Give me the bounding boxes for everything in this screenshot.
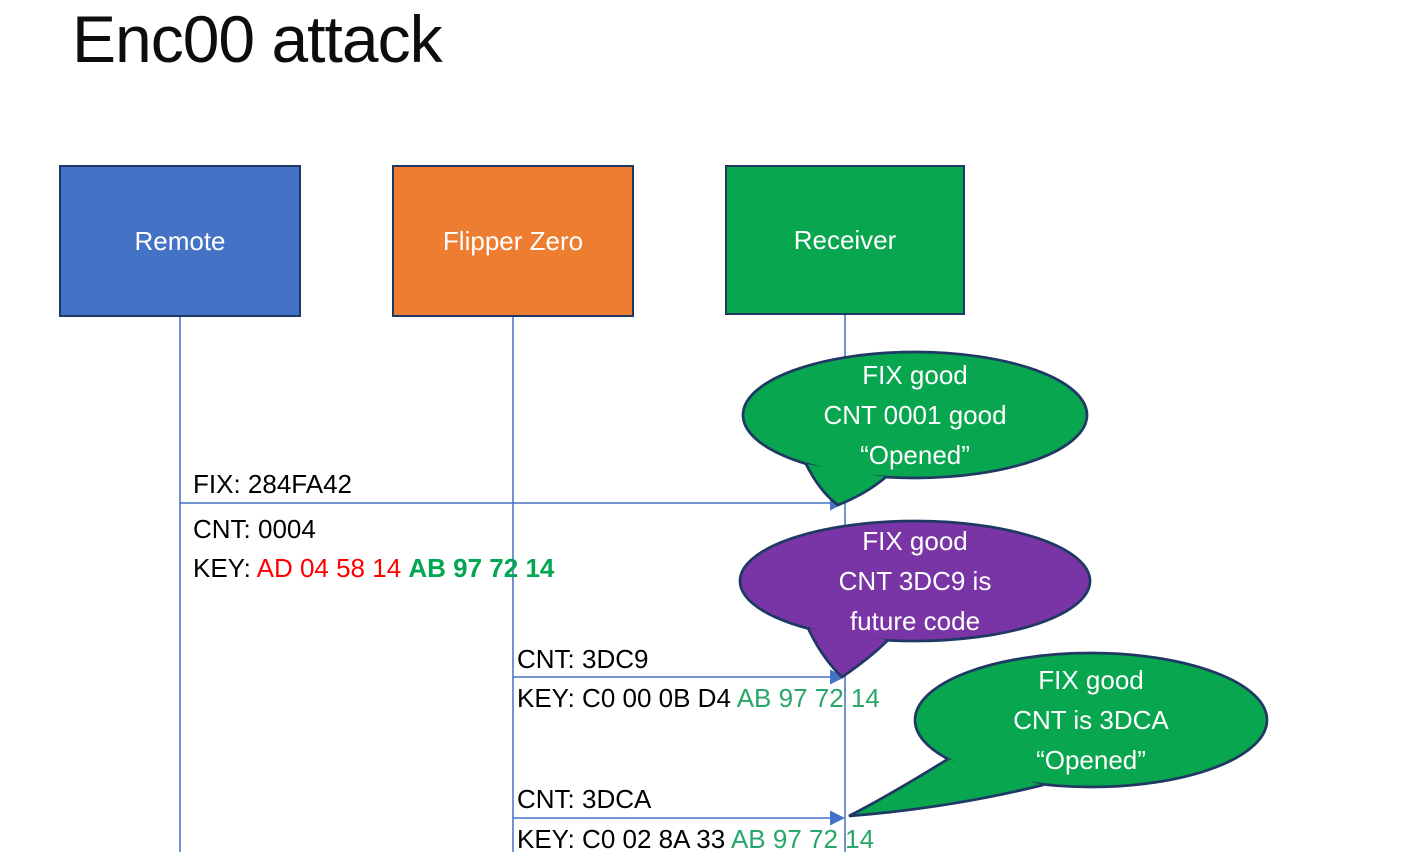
key-prefix: KEY: (517, 824, 583, 854)
arrow-message-2 (513, 669, 845, 685)
page-title: Enc00 attack (72, 2, 443, 76)
arrow-message-3 (513, 810, 845, 826)
callout-1-text: FIX good CNT 0001 good “Opened” (765, 355, 1065, 475)
message-2-cnt-label: CNT: 3DC9 (517, 644, 649, 674)
key-green-bytes: AB 97 72 14 (730, 824, 875, 854)
actor-box-remote: Remote (59, 165, 301, 317)
message-1-cnt-label: CNT: 0004 (193, 514, 316, 544)
callout-line: CNT 0001 good (823, 400, 1007, 430)
actor-label-flipper-zero: Flipper Zero (442, 225, 584, 256)
callout-line: “Opened” (1036, 745, 1146, 775)
callout-3-text: FIX good CNT is 3DCA “Opened” (941, 660, 1241, 780)
key-prefix: KEY: (517, 683, 583, 713)
callout-line: CNT is 3DCA (1013, 705, 1169, 735)
callout-2-text: FIX good CNT 3DC9 is future code (765, 521, 1065, 641)
callout-line: future code (849, 606, 981, 636)
callout-line: “Opened” (860, 440, 970, 470)
callout-line: CNT 3DC9 is (838, 566, 992, 596)
key-black-bytes: C0 02 8A 33 (582, 824, 731, 854)
actor-label-receiver: Receiver (793, 224, 897, 255)
callout-bubble-purple (738, 519, 1092, 679)
callout-bubble-green-1 (741, 350, 1089, 507)
callout-line: FIX good (862, 360, 968, 390)
key-black-bytes: C0 00 0B D4 (582, 683, 737, 713)
callout-line: FIX good (1038, 665, 1144, 695)
key-green-bytes: AB 97 72 14 (408, 553, 555, 583)
arrowhead-icon (830, 810, 845, 826)
key-prefix: KEY: (193, 553, 257, 583)
callout-bubble-green-2 (848, 651, 1269, 818)
key-red-bytes: AD 04 58 14 (256, 553, 409, 583)
actor-box-receiver: Receiver (725, 165, 965, 315)
actor-label-remote: Remote (134, 225, 226, 256)
message-2-key-label: KEY: C0 00 0B D4 AB 97 72 14 (517, 685, 880, 711)
arrowhead-icon (830, 669, 845, 685)
message-1-key-label: KEY: AD 04 58 14 AB 97 72 14 (193, 555, 554, 581)
message-1-fix-label: FIX: 284FA42 (193, 469, 352, 499)
actor-box-flipper-zero: Flipper Zero (392, 165, 634, 317)
key-green-bytes: AB 97 72 14 (736, 683, 880, 713)
message-3-key-label: KEY: C0 02 8A 33 AB 97 72 14 (517, 826, 874, 852)
message-3-cnt-label: CNT: 3DCA (517, 784, 652, 814)
callout-line: FIX good (862, 526, 968, 556)
